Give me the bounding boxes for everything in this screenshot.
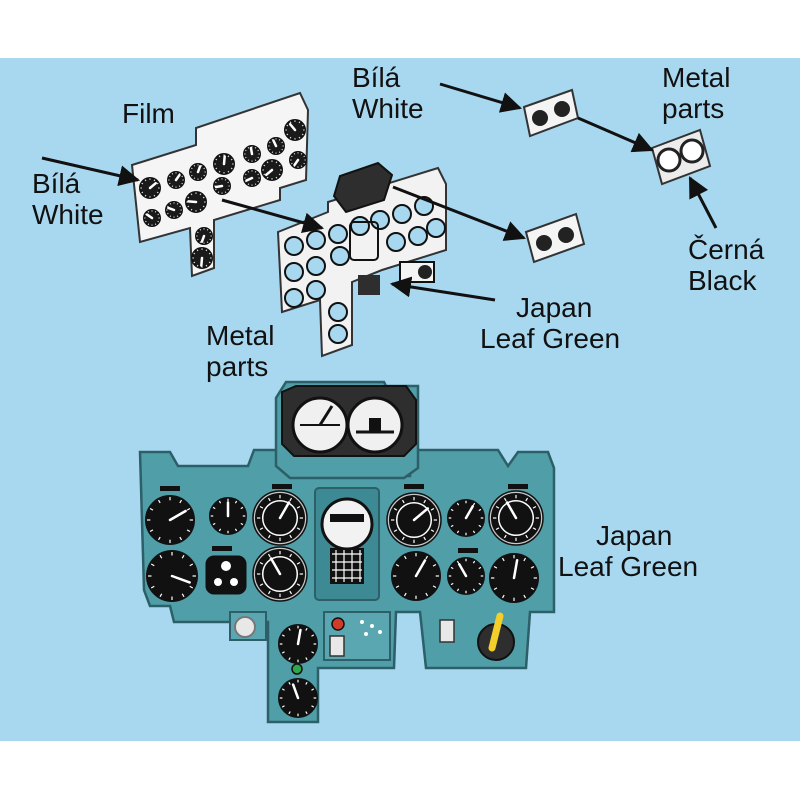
gauge-icon <box>243 145 261 163</box>
cockpit-illustration <box>41 82 718 724</box>
arrow-icon <box>577 116 654 153</box>
label-bila-white-left: Bílá White <box>32 168 104 230</box>
gauge-icon <box>191 247 213 269</box>
gauge-bezel-icon <box>392 204 412 224</box>
gauge-icon <box>139 177 161 199</box>
gauge-icon <box>243 169 261 187</box>
arrow-icon <box>392 185 526 241</box>
gauge-bezel-icon <box>306 256 326 276</box>
hood-gauge-right <box>346 396 404 454</box>
label-film: Film <box>122 98 175 129</box>
gauge-icon <box>289 151 307 169</box>
label-cerna-black: Černá Black <box>688 234 765 296</box>
arrow-icon <box>688 176 718 229</box>
label-japan-leaf-green-mid: Japan Leaf Green <box>480 292 621 354</box>
gauge-icon <box>213 177 231 195</box>
gauge-icon <box>284 119 306 141</box>
diagram-background: Film Bílá White Bílá White Metal parts Č… <box>0 58 800 741</box>
gauge-bezel-icon <box>328 302 348 322</box>
film-sheet-part <box>130 91 310 278</box>
gauge-icon <box>195 227 213 245</box>
indicator-light-icon <box>331 617 345 631</box>
gauge-bezel-icon <box>284 236 304 256</box>
gauge-bezel-icon <box>408 226 428 246</box>
small-gauge-plate-middle <box>524 212 586 264</box>
gauge-bezel-icon <box>306 230 326 250</box>
gauge-icon <box>167 171 185 189</box>
lever-icon <box>439 612 515 661</box>
clock-icon <box>209 497 247 535</box>
hood-gauge-left <box>291 396 349 454</box>
callout-arrows <box>41 82 718 302</box>
gauge-bezel-icon <box>370 210 390 230</box>
attitude-indicator <box>320 497 374 551</box>
arrow-icon <box>41 156 141 187</box>
gauge-icon <box>489 553 539 603</box>
gauge-icon <box>145 495 195 545</box>
small-gauge-plate-top <box>522 88 580 138</box>
gauge-icon <box>278 678 318 718</box>
gauge-icon <box>447 499 485 537</box>
assembled-instrument-panel <box>138 380 556 724</box>
gauge-icon <box>447 557 485 595</box>
gauge-icon <box>146 550 198 602</box>
gauge-bezel-icon <box>330 246 350 266</box>
gauge-icon <box>213 153 235 175</box>
gauge-icon <box>488 490 544 546</box>
label-metal-parts-mid: Metal parts <box>206 320 275 382</box>
arrow-icon <box>389 276 496 302</box>
metal-parts-frame <box>276 161 447 358</box>
gauge-icon <box>185 191 207 213</box>
gauge-bezel-icon <box>386 232 406 252</box>
gauge-icon <box>189 163 207 181</box>
gauge-icon <box>386 492 442 548</box>
gauge-icon <box>165 201 183 219</box>
gauge-icon <box>261 159 283 181</box>
gauge-bezel-icon <box>350 216 370 236</box>
instrument-block <box>205 555 247 595</box>
gauge-bezel-icon <box>284 262 304 282</box>
gauge-bezel-icon <box>328 224 348 244</box>
gauge-icon <box>391 551 441 601</box>
metal-bezel-plate <box>650 128 712 186</box>
label-japan-leaf-green-bottom: Japan Leaf Green <box>558 520 699 582</box>
gauge-icon <box>143 209 161 227</box>
indicator-light-icon <box>291 663 303 675</box>
arrow-icon <box>221 198 325 234</box>
gauge-bezel-icon <box>328 324 348 344</box>
label-bila-white-top: Bílá White <box>352 62 424 124</box>
gauge-icon <box>267 137 285 155</box>
label-metal-parts-top: Metal parts <box>662 62 731 124</box>
gauge-icon <box>278 624 318 664</box>
gauge-icon <box>252 490 308 546</box>
gauge-bezel-icon <box>426 218 446 238</box>
hood-piece <box>332 161 394 214</box>
gauge-bezel-icon <box>284 288 304 308</box>
gauge-icon <box>252 546 308 602</box>
gauge-bezel-icon <box>306 280 326 300</box>
arrow-icon <box>439 82 523 113</box>
